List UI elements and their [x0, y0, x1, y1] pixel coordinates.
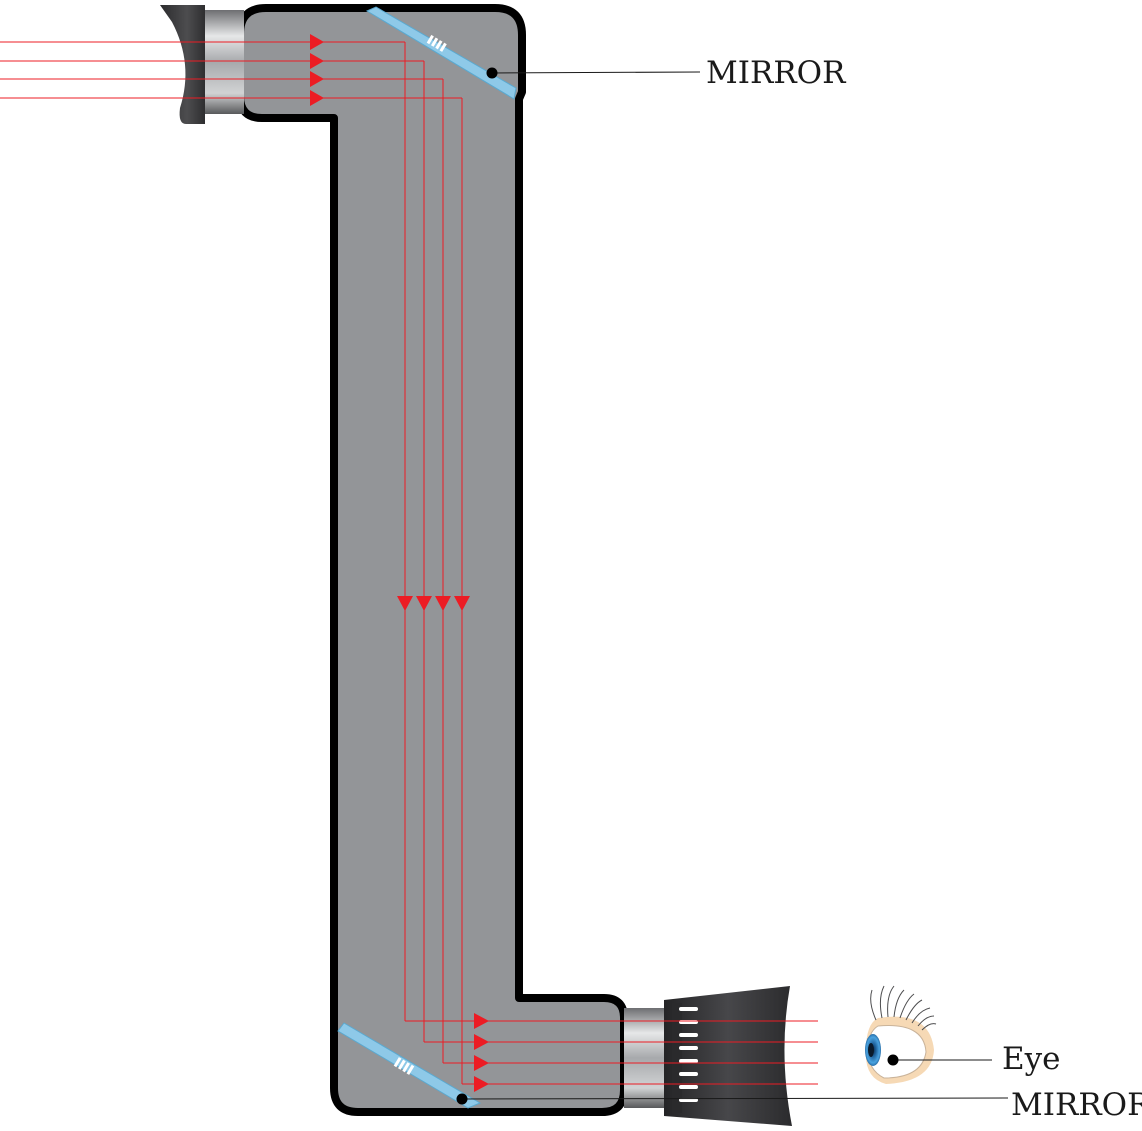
- bottom-mirror: [337, 1022, 482, 1109]
- arrow-right-icon: [474, 1055, 489, 1071]
- eye-marker: [887, 1054, 899, 1066]
- leader-lines: [461, 71, 1009, 1100]
- eyepiece-icon: [624, 986, 792, 1126]
- arrow-right-icon: [310, 53, 324, 69]
- periscope-tube: [236, 4, 628, 1116]
- arrow-down-icon: [416, 596, 432, 611]
- arrow-right-icon: [310, 90, 324, 106]
- arrow-down-icon: [435, 596, 451, 611]
- top-mirror-marker: [486, 67, 498, 79]
- label-mirror-top: MIRROR: [706, 55, 847, 91]
- top-mirror: [365, 6, 517, 100]
- arrow-right-icon: [474, 1076, 489, 1092]
- arrow-right-icon: [474, 1034, 489, 1050]
- arrow-right-icon: [310, 34, 324, 50]
- arrow-right-icon: [474, 1013, 489, 1029]
- arrow-right-icon: [310, 71, 324, 87]
- objective-lens-icon: [160, 5, 244, 124]
- bottom-mirror-marker: [456, 1093, 468, 1105]
- eye-icon: [865, 985, 937, 1084]
- label-eye: Eye: [1002, 1041, 1061, 1077]
- ray-arrows: [310, 34, 489, 1092]
- arrow-down-icon: [454, 596, 470, 611]
- arrow-down-icon: [397, 596, 413, 611]
- label-mirror-bottom: MIRROR: [1011, 1087, 1142, 1123]
- light-rays: [0, 41, 818, 1085]
